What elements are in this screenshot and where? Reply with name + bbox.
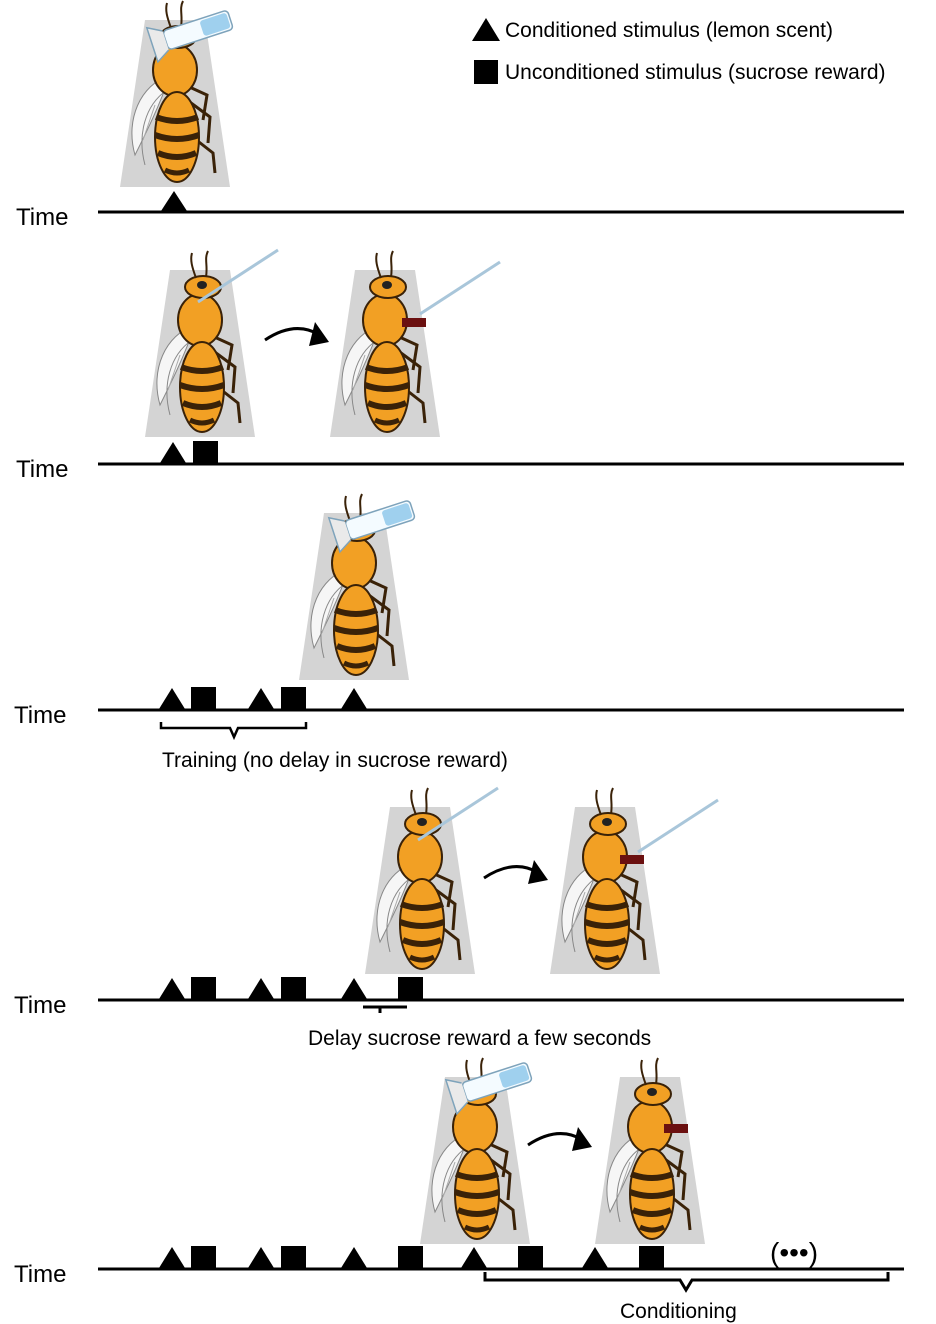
us-square [398, 1246, 423, 1269]
timeline-5: Time (•••) Conditioning [14, 1237, 904, 1323]
proboscis-icon [664, 1124, 688, 1133]
us-square [191, 1246, 216, 1269]
continuation-marker: (•••) [770, 1237, 818, 1268]
us-square [191, 687, 216, 710]
cs-triangle [341, 1247, 367, 1268]
feeding-stick-icon [418, 260, 502, 316]
curved-arrow-icon [526, 1125, 594, 1153]
bee-feeding-image [595, 1058, 705, 1244]
time-label: Time [14, 702, 66, 729]
time-label: Time [16, 456, 68, 483]
cs-triangle [248, 978, 274, 999]
panel-3: Time Training (no delay in sucrose rewar… [14, 492, 904, 772]
bee-image [365, 788, 475, 974]
cs-triangle [159, 1247, 185, 1268]
cs-triangle [159, 978, 185, 999]
delay-bracket-label: Delay sucrose reward a few seconds [308, 1027, 651, 1050]
us-square [281, 687, 306, 710]
timeline-2: Time [16, 441, 904, 483]
feeding-stick-icon [636, 798, 720, 854]
timeline-1: Time [16, 191, 904, 231]
cs-triangle [159, 688, 185, 709]
cs-triangle [461, 1247, 487, 1268]
curved-arrow-icon [263, 320, 331, 348]
legend-triangle-icon [472, 18, 500, 41]
cs-triangle [341, 688, 367, 709]
timeline-4: Time Delay sucrose reward a few seconds [14, 977, 904, 1050]
cs-triangle [161, 191, 187, 211]
us-square [518, 1246, 543, 1269]
conditioning-bracket-label: Conditioning [620, 1300, 737, 1323]
cs-triangle [341, 978, 367, 999]
time-label: Time [14, 1261, 66, 1288]
training-bracket [159, 722, 308, 741]
conditioning-bracket [483, 1272, 890, 1293]
legend: Conditioned stimulus (lemon scent) Uncon… [472, 18, 886, 84]
cs-triangle [248, 688, 274, 709]
curved-arrow-icon [482, 858, 550, 886]
legend-square-icon [474, 60, 498, 84]
cs-triangle [248, 1247, 274, 1268]
panel-5: Time (•••) Conditioning [14, 1053, 904, 1323]
us-square [639, 1246, 664, 1269]
timeline-3: Time Training (no delay in sucrose rewar… [14, 687, 904, 772]
us-square [281, 1246, 306, 1269]
panel-4: Time Delay sucrose reward a few seconds [14, 788, 904, 1050]
bee-feeding-image [330, 251, 440, 437]
cs-triangle [582, 1247, 608, 1268]
proboscis-icon [620, 855, 644, 864]
delay-bracket [363, 1005, 407, 1013]
legend-us-label: Unconditioned stimulus (sucrose reward) [505, 61, 886, 84]
cs-triangle [160, 442, 186, 463]
panel-1: Time [16, 1, 904, 231]
us-square [281, 977, 306, 1000]
bee-feeding-image [550, 788, 660, 974]
us-square [191, 977, 216, 1000]
training-bracket-label: Training (no delay in sucrose reward) [162, 749, 508, 772]
us-square [193, 441, 218, 464]
time-label: Time [14, 992, 66, 1019]
legend-cs-label: Conditioned stimulus (lemon scent) [505, 19, 833, 42]
us-square [398, 977, 423, 1000]
time-label: Time [16, 204, 68, 231]
bee-image [145, 251, 255, 437]
panel-2: Time [16, 250, 904, 483]
proboscis-icon [402, 318, 426, 327]
